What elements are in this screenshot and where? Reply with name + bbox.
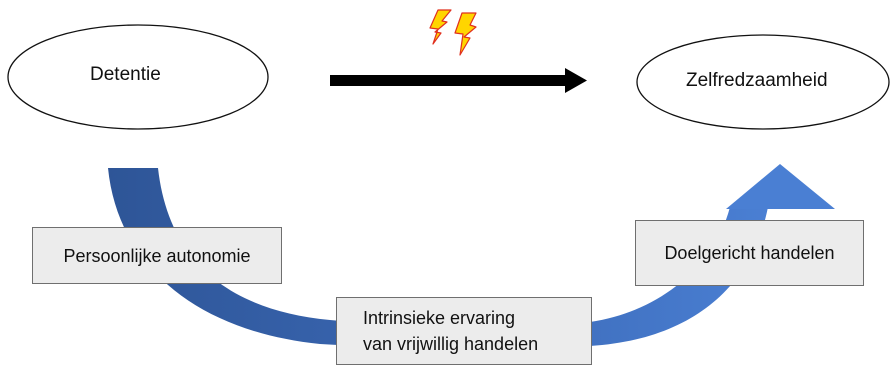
curved-arrow-head bbox=[726, 164, 835, 209]
node-label-start: Detentie bbox=[90, 64, 161, 85]
lightning-icon bbox=[429, 9, 452, 45]
node-label-end: Zelfredzaamheid bbox=[686, 70, 828, 91]
box-label-left: Persoonlijke autonomie bbox=[63, 245, 251, 266]
lightning-icon bbox=[454, 12, 477, 56]
box-persoonlijke-autonomie: Persoonlijke autonomie bbox=[32, 227, 282, 284]
main-arrow-head bbox=[565, 68, 587, 93]
main-arrow-shaft bbox=[330, 75, 566, 86]
box-intrinsieke-ervaring: Intrinsieke ervaring van vrijwillig hand… bbox=[336, 297, 592, 365]
box-label-right: Doelgericht handelen bbox=[664, 243, 835, 263]
box-doelgericht-handelen: Doelgericht handelen bbox=[635, 220, 864, 286]
box-label-bottom-line1: Intrinsieke ervaring bbox=[363, 308, 516, 328]
ellipse-detentie bbox=[7, 24, 269, 130]
ellipse-zelfredzaamheid bbox=[636, 34, 890, 130]
box-label-bottom-line2: van vrijwillig handelen bbox=[363, 334, 539, 354]
